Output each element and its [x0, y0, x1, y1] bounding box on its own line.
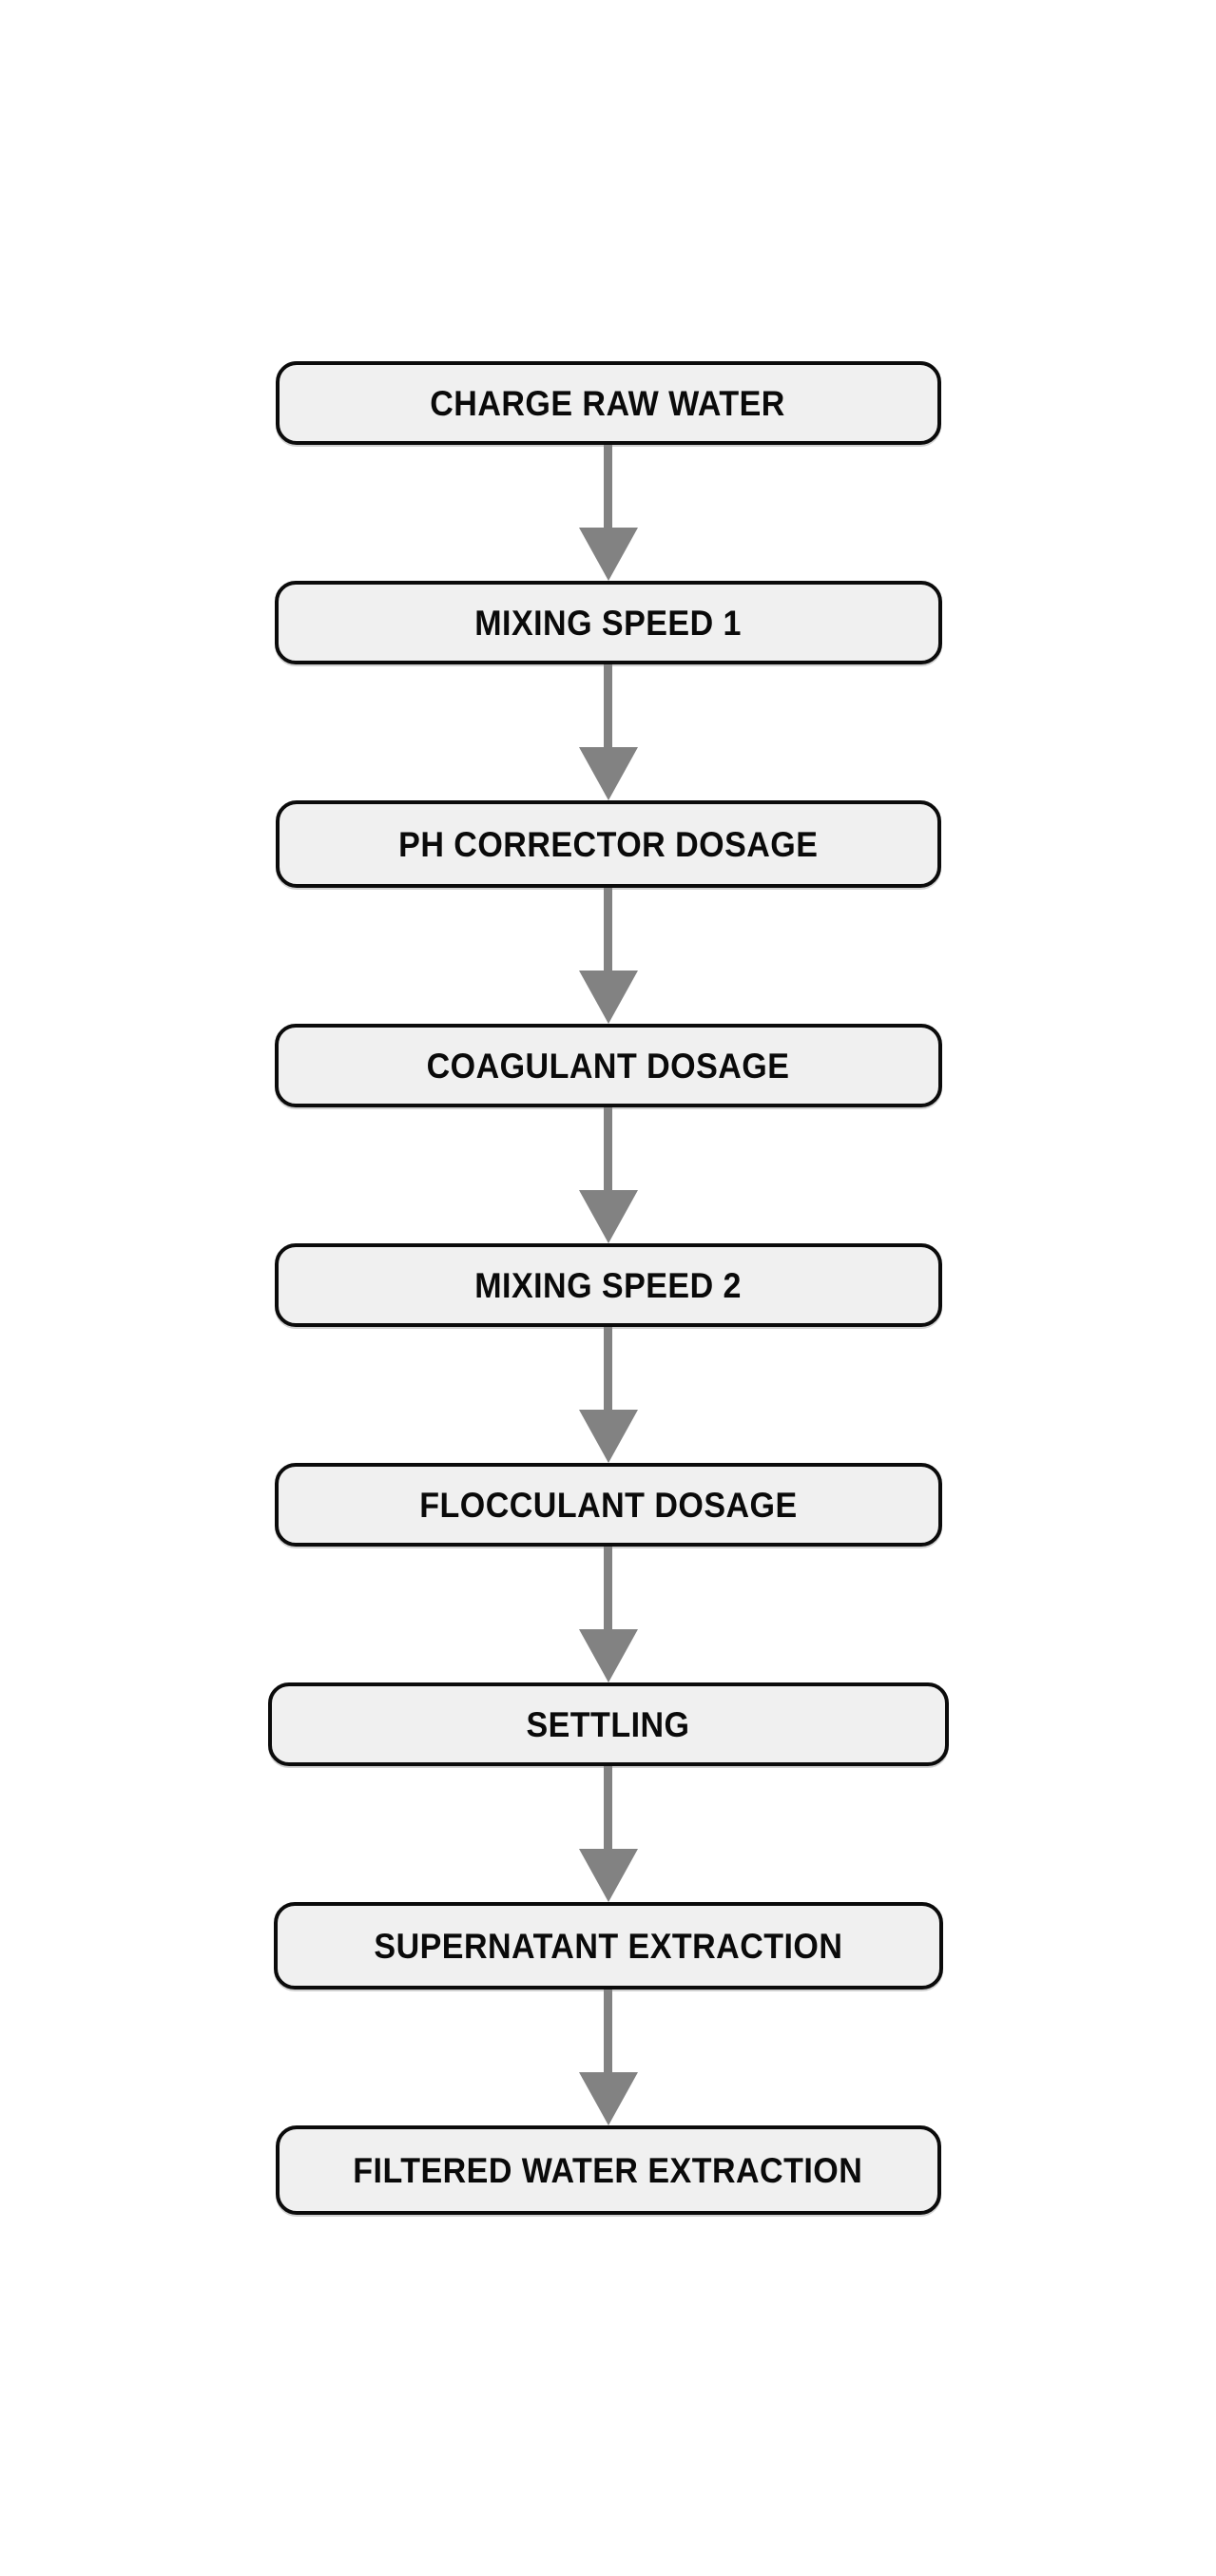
node-label-mixing-speed-1: MIXING SPEED 1: [474, 603, 742, 643]
arrow-stem-icon: [604, 1107, 612, 1191]
node-label-coagulant-dosage: COAGULANT DOSAGE: [426, 1046, 790, 1086]
arrow-stem-icon: [604, 888, 612, 971]
flow-column: CHARGE RAW WATER MIXING SPEED 1 pH CORRECT…: [267, 361, 949, 2215]
arrow-down-icon: [578, 2072, 638, 2125]
arrow-edge-8: [578, 1990, 638, 2125]
arrow-edge-5: [578, 1327, 638, 1463]
node-charge-raw-water[interactable]: CHARGE RAW WATER: [275, 361, 941, 445]
node-filtered-water-extraction[interactable]: FILTERED WATER EXTRACTION: [275, 2125, 941, 2215]
arrow-stem-icon: [604, 1990, 612, 2073]
arrow-stem-icon: [604, 1766, 612, 1850]
node-mixing-speed-1[interactable]: MIXING SPEED 1: [274, 581, 942, 664]
node-mixing-speed-2[interactable]: MIXING SPEED 2: [274, 1243, 942, 1327]
arrow-down-icon: [578, 1190, 638, 1243]
arrow-edge-6: [578, 1547, 638, 1682]
node-supernatant-extraction[interactable]: SUPERNATANT EXTRACTION: [273, 1902, 943, 1990]
arrow-edge-2: [578, 664, 638, 800]
arrow-down-icon: [578, 528, 638, 581]
arrow-stem-icon: [604, 445, 612, 529]
arrow-down-icon: [578, 747, 638, 800]
arrow-down-icon: [578, 1410, 638, 1463]
arrow-down-icon: [578, 1629, 638, 1682]
node-label-mixing-speed-2: MIXING SPEED 2: [474, 1265, 742, 1305]
node-label-supernatant-extraction: SUPERNATANT EXTRACTION: [373, 1926, 842, 1966]
arrow-edge-7: [578, 1766, 638, 1902]
node-label-settling: SETTLING: [526, 1704, 690, 1744]
arrow-edge-4: [578, 1107, 638, 1243]
node-ph-corrector-dosage[interactable]: pH CORRECTOR DOSAGE: [275, 800, 941, 888]
arrow-stem-icon: [604, 664, 612, 748]
node-label-flocculant-dosage: FLOCCULANT DOSAGE: [418, 1485, 798, 1525]
node-settling[interactable]: SETTLING: [267, 1682, 949, 1766]
node-label-charge-raw-water: CHARGE RAW WATER: [430, 383, 786, 423]
node-label-ph-corrector-dosage: pH CORRECTOR DOSAGE: [397, 824, 819, 864]
arrow-edge-3: [578, 888, 638, 1024]
node-label-filtered-water-extraction: FILTERED WATER EXTRACTION: [353, 2150, 863, 2190]
arrow-down-icon: [578, 971, 638, 1024]
arrow-stem-icon: [604, 1327, 612, 1411]
arrow-stem-icon: [604, 1547, 612, 1630]
arrow-down-icon: [578, 1849, 638, 1902]
arrow-edge-1: [578, 445, 638, 581]
node-flocculant-dosage[interactable]: FLOCCULANT DOSAGE: [274, 1463, 942, 1547]
node-coagulant-dosage[interactable]: COAGULANT DOSAGE: [274, 1024, 942, 1107]
